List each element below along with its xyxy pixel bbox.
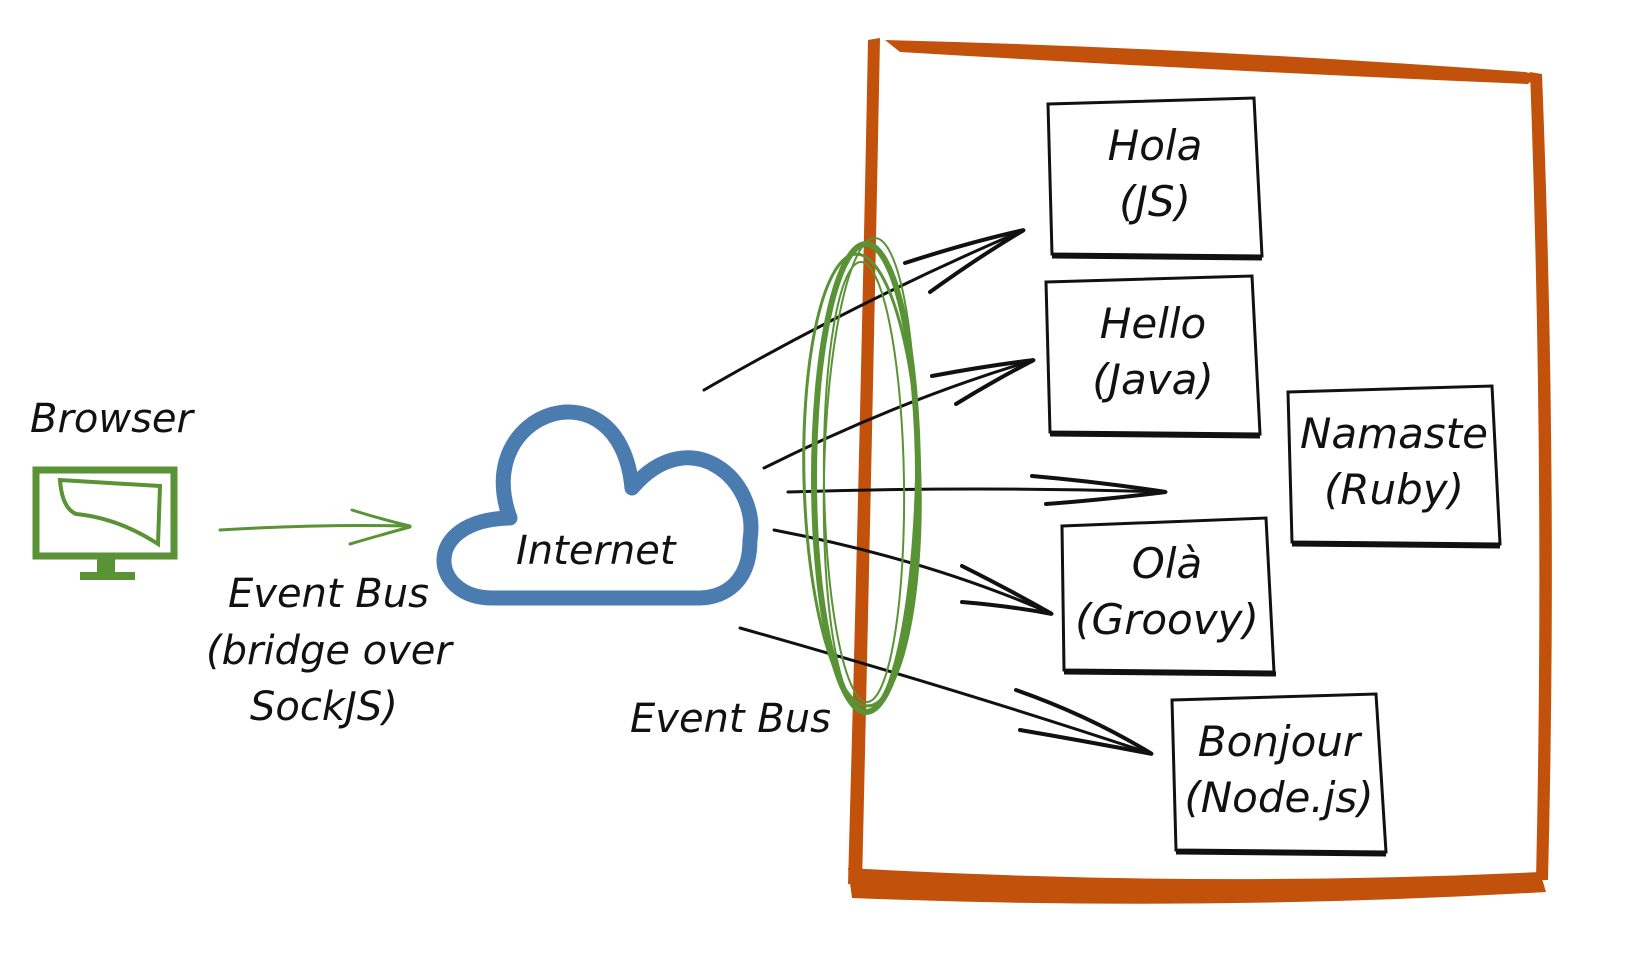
cluster-frame	[848, 38, 1552, 904]
service-box-bonjour: Bonjour (Node.js)	[1170, 692, 1388, 857]
arrow-to-bonjour	[738, 626, 1154, 756]
browser-label: Browser	[30, 396, 196, 442]
service-greeting: Namaste	[1300, 409, 1488, 458]
service-language: (Ruby)	[1324, 465, 1464, 514]
service-language: (JS)	[1119, 177, 1191, 226]
bridge-label-line3: SockJS)	[250, 684, 398, 730]
service-language: (Java)	[1092, 355, 1214, 404]
arrow-to-hola	[702, 228, 1026, 392]
monitor-icon	[32, 466, 178, 580]
service-box-hello: Hello (Java)	[1044, 274, 1262, 439]
bridge-label-line1: Event Bus	[228, 571, 429, 617]
service-greeting: Hola	[1108, 121, 1203, 170]
arrow-to-namaste	[786, 487, 1168, 494]
service-language: (Groovy)	[1075, 595, 1259, 644]
cloud-icon	[436, 404, 759, 606]
event-bus-label: Event Bus	[630, 696, 831, 742]
service-language: (Node.js)	[1184, 773, 1373, 822]
service-box-namaste: Namaste (Ruby)	[1286, 384, 1502, 549]
service-box-ola: Olà (Groovy)	[1060, 516, 1277, 677]
event-bus-loop	[802, 237, 922, 715]
bridge-label-line2: (bridge over	[206, 628, 454, 674]
arrow-to-hello	[762, 358, 1036, 470]
cloud-label: Internet	[516, 528, 677, 574]
service-greeting: Olà	[1132, 539, 1202, 588]
service-greeting: Bonjour	[1198, 717, 1363, 766]
bridge-arrow	[218, 508, 412, 546]
service-box-hola: Hola (JS)	[1046, 96, 1264, 261]
service-greeting: Hello	[1100, 299, 1206, 348]
